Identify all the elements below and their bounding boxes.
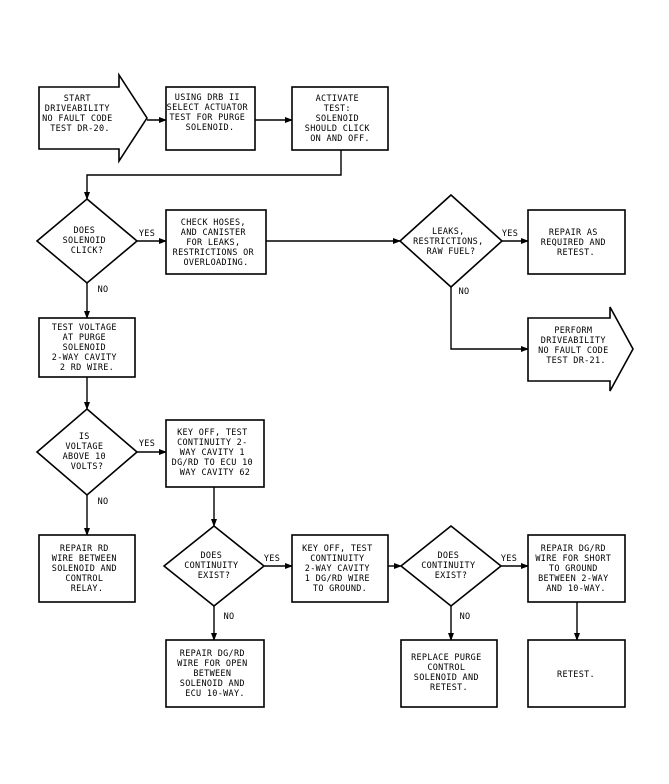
voltage-decision [35, 407, 139, 497]
node-labels: START DRIVEABILITY NO FAULT CODE TEST DR… [42, 93, 616, 699]
continuity-1-decision [162, 524, 266, 608]
retest-box [527, 639, 626, 708]
continuity-1-text: DOES CONTINUITY EXIST? [184, 551, 244, 581]
test-voltage-text: TEST VOLTAGE AT PURGE SOLENOID 2-WAY CAV… [52, 323, 122, 373]
perform-text: PERFORM DRIVEABILITY NO FAULT CODE TEST … [538, 326, 614, 366]
click-decision [35, 197, 139, 285]
key-off-1-text: KEY OFF, TEST CONTINUITY 2- WAY CAVITY 1… [172, 428, 259, 478]
edge-label-leaks-yes: YES [502, 229, 518, 239]
edge-label-continuity-1-no: NO [224, 612, 235, 622]
connectors [84, 117, 580, 641]
drb-box [165, 86, 256, 151]
replace-box [400, 639, 498, 708]
leaks-text: LEAKS, RESTRICTIONS, RAW FUEL? [413, 227, 489, 257]
edge-label-voltage-yes: YES [139, 439, 155, 449]
hoses-box [165, 209, 267, 275]
edge-activate-to-click [84, 150, 342, 200]
edge-labels: YES YES NO NO YES NO YES NO YES NO [98, 229, 518, 622]
test-voltage-box [38, 317, 136, 378]
repair-rd-box [38, 534, 136, 603]
repair-open-box [165, 639, 265, 708]
key-off-2-box [291, 534, 389, 603]
perform-arrow-shape [527, 306, 634, 392]
edge-label-click-no: NO [98, 285, 109, 295]
leaks-decision [398, 193, 504, 289]
repair-retest-box [527, 209, 626, 275]
repair-open-text: REPAIR DG/RD WIRE FOR OPEN BETWEEN SOLEN… [177, 649, 253, 699]
edge-label-voltage-no: NO [98, 497, 109, 507]
edge-label-leaks-no: NO [459, 287, 470, 297]
key-off-1-box [165, 419, 265, 488]
repair-retest-text: REPAIR AS REQUIRED AND RETEST. [541, 228, 611, 258]
continuity-2-text: DOES CONTINUITY EXIST? [421, 551, 481, 581]
edge-label-continuity-1-yes: YES [264, 554, 280, 564]
repair-rd-text: REPAIR RD WIRE BETWEEN SOLENOID AND CONT… [52, 544, 122, 594]
retest-text: RETEST. [557, 670, 595, 680]
edge-label-continuity-2-yes: YES [501, 554, 517, 564]
continuity-2-decision [399, 524, 503, 608]
activate-box [291, 86, 389, 151]
drb-text: USING DRB II SELECT ACTUATOR TEST FOR PU… [167, 93, 254, 133]
start-arrow-shape [38, 72, 148, 164]
node-shapes [35, 72, 634, 708]
start-text: START DRIVEABILITY NO FAULT CODE TEST DR… [42, 94, 118, 134]
repair-short-box [527, 534, 626, 603]
edge-label-click-yes: YES [139, 229, 155, 239]
replace-text: REPLACE PURGE CONTROL SOLENOID AND RETES… [411, 653, 487, 693]
activate-text: ACTIVATE TEST: SOLENOID SHOULD CLICK ON … [305, 94, 375, 144]
hoses-text: CHECK HOSES, AND CANISTER FOR LEAKS, RES… [173, 218, 260, 268]
click-text: DOES SOLENOID CLICK? [63, 226, 112, 256]
edge-leaks-no-to-perform [450, 287, 529, 352]
voltage-text: IS VOLTAGE ABOVE 10 VOLTS? [63, 432, 112, 472]
key-off-2-text: KEY OFF, TEST CONTINUITY 2-WAY CAVITY 1 … [302, 544, 378, 594]
edge-label-continuity-2-no: NO [460, 612, 471, 622]
repair-short-text: REPAIR DG/RD WIRE FOR SHORT TO GROUND BE… [535, 544, 616, 594]
